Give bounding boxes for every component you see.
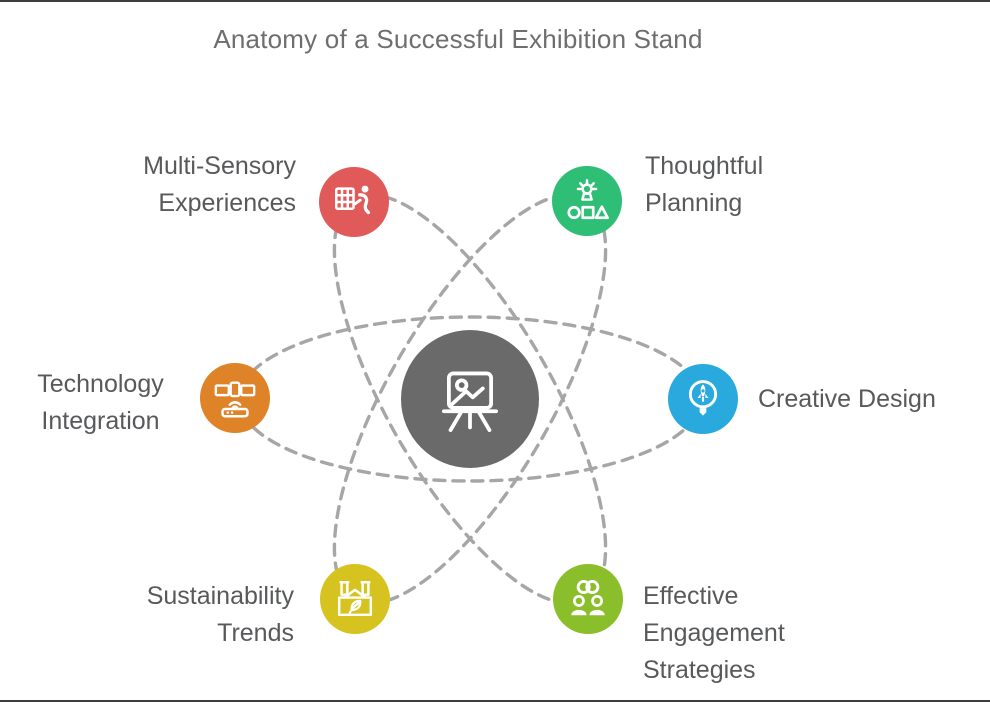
rocket-bulb-icon [688,380,718,416]
label-creative-design: Creative Design [758,381,936,418]
label-sustainability-trends: Sustainability Trends [147,578,294,652]
label-line: Integration [41,407,160,435]
label-line: Trends [217,619,294,647]
label-line: Effective [643,582,739,610]
label-line: Engagement [643,619,785,647]
label-line: Creative Design [758,385,936,413]
idea-shapes-icon [567,179,609,220]
center-hub [401,330,539,468]
label-line: Planning [645,189,743,217]
node-multi-sensory-experiences [319,167,389,237]
node-creative-design [668,364,738,434]
page-title: Anatomy of a Successful Exhibition Stand [213,24,703,54]
label-thoughtful-planning: Thoughtful Planning [645,148,763,222]
easel-picture-icon [442,371,498,432]
node-technology-integration [200,363,270,433]
label-line: Thoughtful [645,152,764,180]
label-line: Experiences [158,189,296,217]
label-line: Strategies [643,656,756,684]
label-technology-integration: Technology Integration [8,366,193,440]
people-rings-icon [571,580,605,616]
node-effective-engagement-strategies [553,564,623,634]
label-effective-engagement-strategies: Effective Engagement Strategies [643,578,785,689]
devices-router-icon [214,381,256,418]
node-sustainability-trends [320,564,390,634]
touch-wall-icon [335,185,371,215]
label-line: Multi-Sensory [143,152,296,180]
label-line: Sustainability [146,582,294,610]
eco-factory-icon [337,580,373,617]
label-multi-sensory-experiences: Multi-Sensory Experiences [143,148,296,222]
node-thoughtful-planning [552,166,622,236]
label-line: Technology [37,370,164,398]
